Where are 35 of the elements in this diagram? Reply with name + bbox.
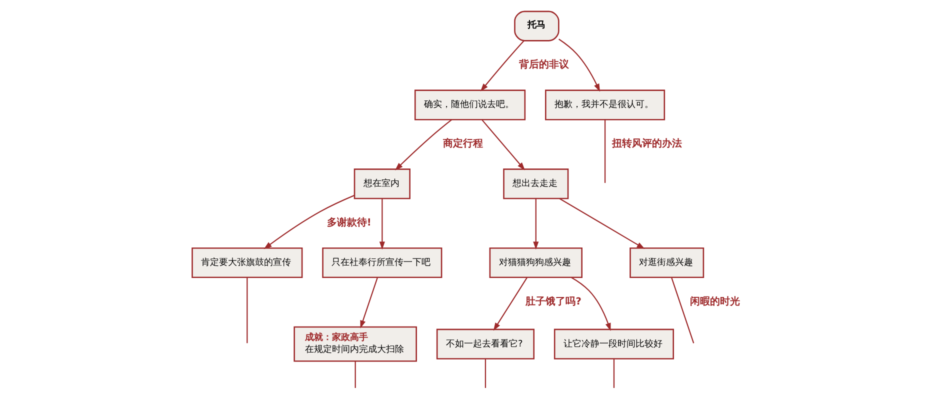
- arrow: [360, 277, 378, 328]
- node-box: 抱歉，我并不是很认可。: [544, 90, 665, 120]
- node-box: 托马: [514, 10, 559, 42]
- arrow: [263, 194, 354, 250]
- node-box: 想出去走走: [502, 168, 568, 200]
- arrow: [394, 119, 452, 170]
- arrow: [570, 276, 610, 332]
- edge-label: 商定行程: [442, 138, 482, 150]
- node-box: 对猫猫狗狗感兴趣: [488, 247, 582, 278]
- connector: [354, 361, 356, 388]
- edge-label: 多谢款待!: [326, 217, 371, 228]
- node-box: 让它冷静一段时间比较好: [553, 328, 674, 360]
- node-box: 成就：家政高手 在规定时间内完成大扫除: [293, 326, 416, 362]
- arrow: [532, 198, 538, 250]
- node-box: 不如一起去看看它?: [436, 328, 534, 360]
- edge-label: 闲暇的时光: [690, 296, 740, 308]
- arrow: [558, 198, 644, 249]
- node-box: 对逛街感兴趣: [629, 247, 704, 278]
- connector: [670, 277, 694, 344]
- edge-label: 扭转风评的办法: [611, 138, 682, 150]
- edge-label: 背后的非议: [518, 60, 569, 71]
- arrow: [492, 277, 528, 331]
- connector: [484, 358, 486, 388]
- edge-label: 肚子饿了吗?: [525, 296, 581, 308]
- node-box: 肯定要大张旗鼓的宣传: [191, 247, 302, 278]
- node-box: 确实，随他们说去吧。: [414, 90, 526, 120]
- arrow: [558, 38, 600, 92]
- arrow: [480, 40, 524, 92]
- node-box: 只在社奉行所宣传一下吧: [322, 247, 442, 278]
- node-box: 想在室内: [353, 168, 410, 200]
- connector: [246, 277, 248, 344]
- connector: [604, 120, 606, 183]
- arrow: [378, 198, 384, 250]
- connector: [612, 358, 614, 388]
- arrow: [481, 120, 525, 170]
